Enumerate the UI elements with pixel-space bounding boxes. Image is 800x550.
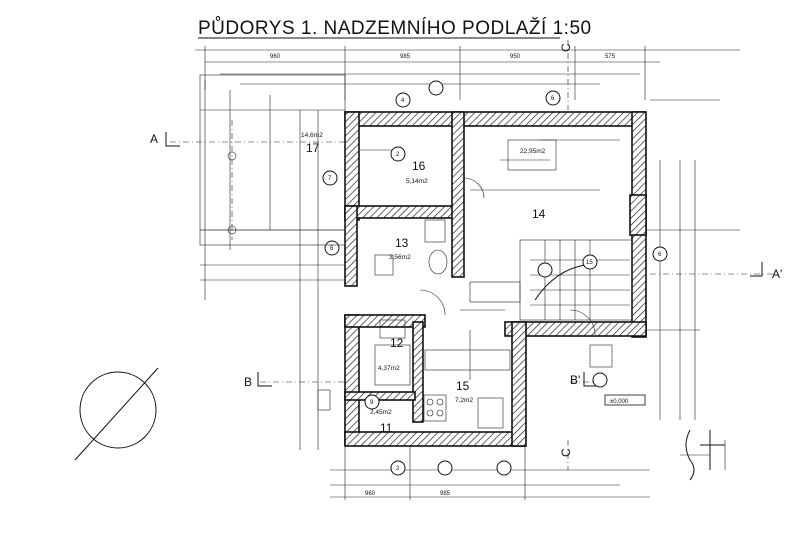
dim-top-1: 960 [270,54,281,60]
dim-bottom-1: 960 [365,491,376,497]
axis-lines [170,40,775,470]
top-dimension-chain: 960 985 950 575 [195,46,740,100]
section-a-mark: A [150,132,158,146]
dim-top-2: 985 [400,54,411,60]
room-17-number: 17 [306,141,320,155]
level-value: ±0,000 [610,399,629,405]
room-labels: 17 14,6m2 16 5,14m2 14 22,95m2 13 3,56m2… [301,132,546,435]
axis-bubbles: 4 2 9 7 6 15 6 2 6 [322,80,668,476]
axis-bubble-5: 6 [330,246,334,252]
room-16-number: 16 [412,159,426,173]
section-b-prime-mark: B' [570,373,580,387]
room-16-area: 5,14m2 [406,178,428,185]
axis-bubble-7: 6 [658,252,662,258]
dim-bottom-2: 985 [440,491,451,497]
room-13-number: 13 [395,236,409,250]
section-c-bottom-mark: C [559,448,573,457]
dim-top-3: 950 [510,54,521,60]
orientation-circle [74,367,159,461]
exterior-terrace-outline [199,74,346,281]
section-c-top-mark: C [559,43,573,52]
room-12-number: 12 [390,336,404,350]
level-marker: ±0,000 [604,394,646,406]
room-12-area: 4,37m2 [378,365,400,372]
axis-bubble-3: 9 [370,400,374,406]
axis-bubble-1: 4 [401,98,405,104]
section-marks: A A' B B' C C [150,43,782,457]
room-11-area: 2,45m2 [370,409,392,416]
drawing-title: PŮDORYS 1. NADZEMNÍHO PODLAŽÍ 1:50 [198,17,592,39]
room-13-area: 3,56m2 [389,254,411,261]
room-15-number: 15 [456,379,470,393]
room-14-number: 14 [532,207,546,221]
dim-top-4: 575 [605,54,616,60]
axis-bubble-6: 15 [586,260,593,266]
axis-bubble-9: 6 [551,96,555,102]
section-b-mark: B [244,375,252,389]
axis-bubble-4: 7 [328,176,332,182]
bottom-dimension-chain: 960 985 [330,440,650,500]
room-14-area: 22,95m2 [520,148,546,155]
axis-bubble-8: 2 [396,466,400,472]
room-17-area: 14,6m2 [301,132,323,139]
utility-symbol [680,429,726,481]
axis-bubble-2: 2 [396,152,400,158]
section-a-prime-mark: A' [772,267,782,281]
room-15-area: 7,2m2 [455,397,473,404]
walls [344,111,647,447]
interior-details [317,139,633,429]
right-dimension-chain [640,99,740,420]
room-11-number: 11 [380,421,393,435]
